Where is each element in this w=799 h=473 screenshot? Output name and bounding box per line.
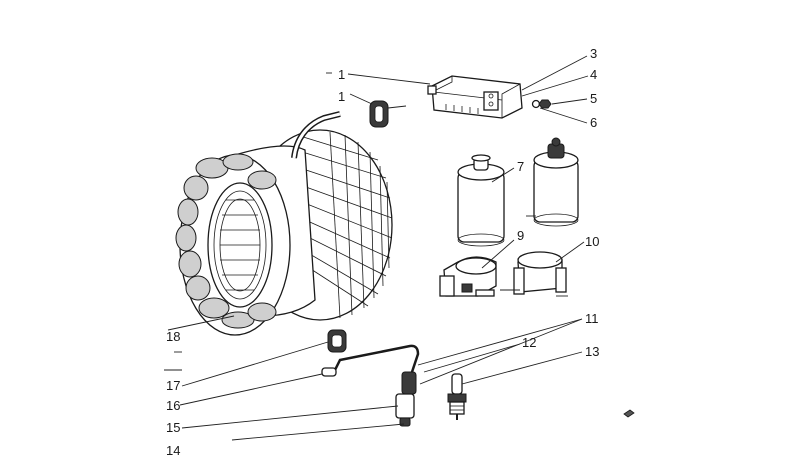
ignition-coil-right <box>533 137 579 227</box>
callout-16: 16 <box>166 398 180 413</box>
callout-1-lower: 1 <box>338 89 345 104</box>
callout-labels: 1 1 3 4 5 6 7 9 10 11 12 13 14 15 16 17 … <box>166 46 599 458</box>
callout-18: 18 <box>166 329 180 344</box>
callout-13: 13 <box>585 344 599 359</box>
callout-6: 6 <box>590 115 597 130</box>
callout-3: 3 <box>590 46 597 61</box>
callout-15: 15 <box>166 420 180 435</box>
voltage-regulator <box>427 75 523 119</box>
callout-9: 9 <box>517 228 524 243</box>
nut-washer <box>531 99 552 109</box>
callout-7: 7 <box>517 159 524 174</box>
grommet-lower <box>327 329 347 353</box>
callout-1-upper: 1 <box>338 67 345 82</box>
ignition-coil-left <box>457 154 505 247</box>
flywheel-alternator <box>175 111 393 336</box>
callout-10: 10 <box>585 234 599 249</box>
callout-14: 14 <box>166 443 180 458</box>
spark-plug-cap <box>395 371 417 427</box>
ht-lead <box>321 344 420 377</box>
grommet-upper <box>369 100 389 128</box>
callout-5: 5 <box>590 91 597 106</box>
leader-lines <box>164 55 589 441</box>
callout-17: 17 <box>166 378 180 393</box>
spark-plug <box>447 373 467 420</box>
callout-12: 12 <box>522 335 536 350</box>
callout-4: 4 <box>590 67 597 82</box>
callout-11: 11 <box>585 311 599 326</box>
coil-bracket-right <box>513 251 567 295</box>
corner-mark <box>623 409 635 418</box>
